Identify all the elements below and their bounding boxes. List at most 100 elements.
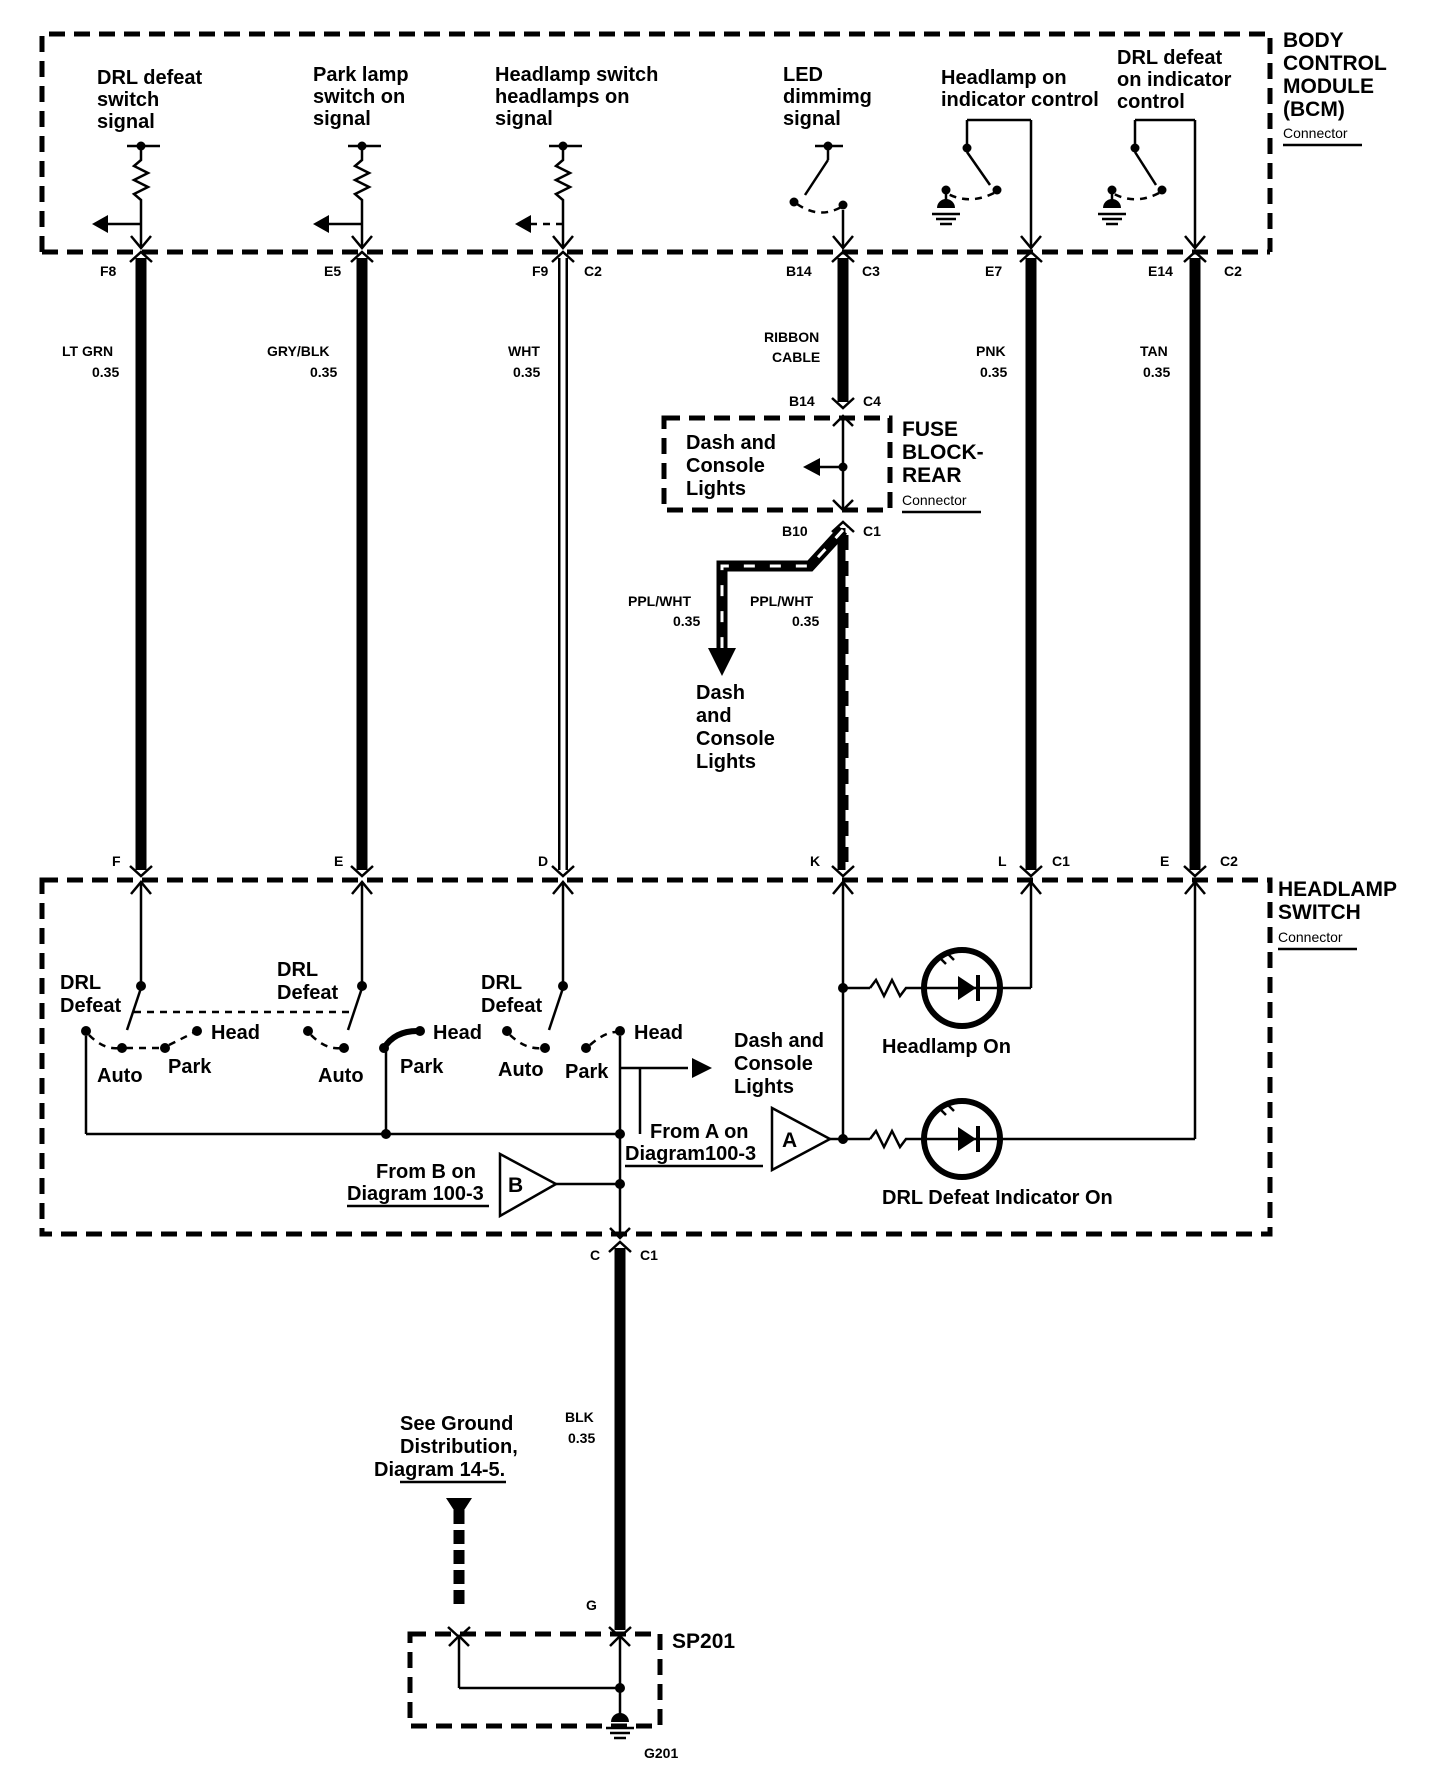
wire-lt-grn: LT GRN 0.35 <box>62 250 153 878</box>
svg-text:Head: Head <box>634 1022 683 1044</box>
svg-text:HEADLAMP: HEADLAMP <box>1278 878 1397 901</box>
svg-text:Defeat: Defeat <box>277 982 338 1004</box>
svg-text:headlamps on: headlamps on <box>495 86 629 108</box>
svg-text:Park lamp: Park lamp <box>313 64 409 86</box>
svg-text:BLOCK-: BLOCK- <box>902 441 984 464</box>
bcm-pullup-2 <box>313 141 381 250</box>
svg-text:signal: signal <box>495 108 553 130</box>
svg-text:DRL Defeat Indicator On: DRL Defeat Indicator On <box>882 1187 1113 1209</box>
bcm-box <box>39 31 1273 255</box>
svg-text:Auto: Auto <box>318 1065 364 1087</box>
svg-text:0.35: 0.35 <box>792 613 819 629</box>
svg-text:C1: C1 <box>1052 853 1070 869</box>
svg-text:MODULE: MODULE <box>1283 75 1374 98</box>
svg-text:PNK: PNK <box>976 343 1006 359</box>
svg-text:Headlamp on: Headlamp on <box>941 67 1067 89</box>
bcm-label-drl-indicator: DRL defeat on indicator control <box>1117 47 1232 113</box>
svg-text:G201: G201 <box>644 1745 678 1761</box>
svg-text:Distribution,: Distribution, <box>400 1436 518 1458</box>
bcm-pin-labels: F8 E5 F9 C2 B14 C3 E7 E14 C2 <box>100 263 1242 279</box>
svg-text:TAN: TAN <box>1140 343 1168 359</box>
svg-text:Console: Console <box>686 455 765 477</box>
svg-text:From A on: From A on <box>650 1121 749 1143</box>
wire-wht: WHT 0.35 <box>508 250 575 878</box>
svg-text:0.35: 0.35 <box>513 364 540 380</box>
svg-text:Lights: Lights <box>734 1076 794 1098</box>
svg-text:switch: switch <box>97 89 159 111</box>
svg-text:signal: signal <box>313 108 371 130</box>
svg-text:signal: signal <box>783 108 841 130</box>
svg-text:See Ground: See Ground <box>400 1413 513 1435</box>
svg-text:E: E <box>334 853 343 869</box>
hs-led-circuit <box>830 884 1197 1150</box>
svg-text:Diagram100-3: Diagram100-3 <box>625 1143 756 1165</box>
svg-text:indicator control: indicator control <box>941 89 1099 111</box>
fuse-block-title: FUSE BLOCK- REAR Connector <box>902 418 984 514</box>
svg-text:0.35: 0.35 <box>673 613 700 629</box>
svg-text:C3: C3 <box>862 263 880 279</box>
hs-input-arrows <box>130 880 1206 895</box>
svg-text:L: L <box>998 853 1007 869</box>
svg-text:0.35: 0.35 <box>1143 364 1170 380</box>
svg-text:SWITCH: SWITCH <box>1278 901 1361 924</box>
svg-text:BODY: BODY <box>1283 29 1344 52</box>
svg-text:BLK: BLK <box>565 1409 594 1425</box>
svg-text:and: and <box>696 705 732 727</box>
bcm-label-park-lamp: Park lamp switch on signal <box>313 64 409 130</box>
svg-text:Dash and: Dash and <box>734 1030 824 1052</box>
svg-text:Console: Console <box>734 1053 813 1075</box>
svg-text:Park: Park <box>400 1056 444 1078</box>
svg-text:switch on: switch on <box>313 86 405 108</box>
hs-internal-wiring <box>84 1036 712 1240</box>
svg-text:C1: C1 <box>863 523 881 539</box>
svg-text:Connector: Connector <box>1283 125 1348 141</box>
svg-text:K: K <box>810 853 820 869</box>
svg-text:Park: Park <box>168 1056 212 1078</box>
svg-text:GRY/BLK: GRY/BLK <box>267 343 329 359</box>
connector-triangle-b: B From B on Diagram 100-3 <box>347 1151 559 1219</box>
bcm-label-drl-defeat: DRL defeat switch signal <box>97 67 203 133</box>
hs-pin-labels: F E D K L C1 E C2 <box>112 853 1238 869</box>
svg-text:LT GRN: LT GRN <box>62 343 113 359</box>
wire-ppl-wht: PPL/WHT 0.35 PPL/WHT 0.35 <box>628 520 855 878</box>
svg-text:Connector: Connector <box>1278 929 1343 945</box>
bcm-led-dim-switch <box>789 141 854 250</box>
svg-text:C: C <box>590 1247 600 1263</box>
svg-text:(BCM): (BCM) <box>1283 98 1345 121</box>
svg-text:Headlamp On: Headlamp On <box>882 1036 1011 1058</box>
svg-text:0.35: 0.35 <box>310 364 337 380</box>
svg-text:on indicator: on indicator <box>1117 69 1232 91</box>
svg-text:A: A <box>782 1129 797 1152</box>
svg-text:G: G <box>586 1597 597 1613</box>
svg-text:Diagram 14-5.: Diagram 14-5. <box>374 1459 505 1481</box>
headlamp-switch-box <box>39 877 1273 1237</box>
ground-see-reference: See Ground Distribution, Diagram 14-5. <box>374 1413 518 1639</box>
svg-text:signal: signal <box>97 111 155 133</box>
svg-text:DRL: DRL <box>277 959 318 981</box>
wire-pnk: PNK 0.35 <box>976 250 1043 878</box>
headlamp-switch-title: HEADLAMP SWITCH Connector <box>1278 878 1397 951</box>
svg-text:SP201: SP201 <box>672 1630 735 1653</box>
svg-text:F8: F8 <box>100 263 117 279</box>
svg-text:0.35: 0.35 <box>92 364 119 380</box>
bcm-label-headlamp-on: Headlamp on indicator control <box>941 67 1099 111</box>
svg-text:Auto: Auto <box>97 1065 143 1087</box>
svg-text:DRL defeat: DRL defeat <box>1117 47 1223 69</box>
hs-switch-2: DRL Defeat Auto Park Head <box>277 884 482 1087</box>
wire-ribbon-cable: RIBBON CABLE <box>764 250 855 410</box>
svg-text:E: E <box>1160 853 1169 869</box>
bcm-label-headlamp-switch: Headlamp switch headlamps on signal <box>495 64 658 130</box>
svg-text:Head: Head <box>433 1022 482 1044</box>
ground-wire-blk: C C1 BLK 0.35 G <box>565 1240 658 1639</box>
svg-text:C1: C1 <box>640 1247 658 1263</box>
svg-text:C2: C2 <box>1220 853 1238 869</box>
bcm-label-led-dimming: LED dimmimg signal <box>783 64 872 130</box>
svg-text:B14: B14 <box>786 263 812 279</box>
svg-text:FUSE: FUSE <box>902 418 958 441</box>
svg-text:C2: C2 <box>584 263 602 279</box>
svg-text:F: F <box>112 853 121 869</box>
fuse-block-box: Dash and Console Lights <box>661 414 893 513</box>
svg-text:B10: B10 <box>782 523 808 539</box>
svg-text:WHT: WHT <box>508 343 540 359</box>
